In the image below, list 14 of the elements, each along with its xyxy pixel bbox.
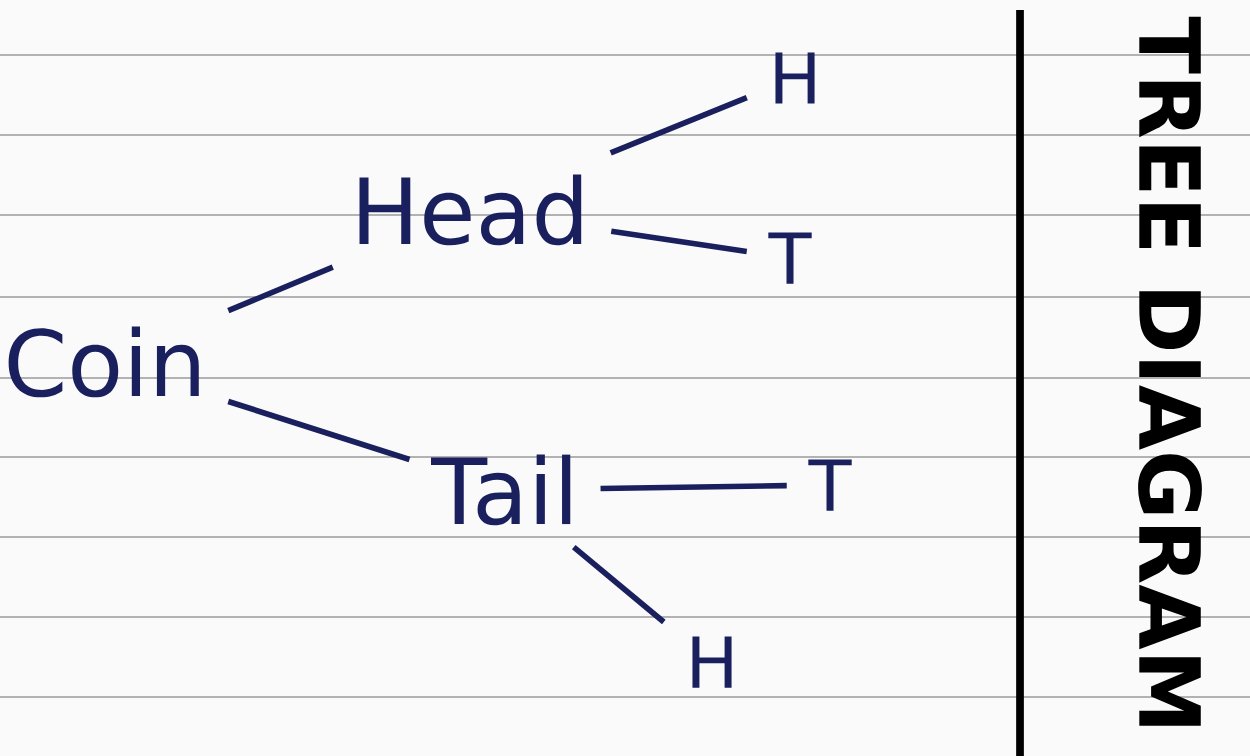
node-label: H xyxy=(775,52,815,104)
branch-line xyxy=(571,545,666,625)
branch-line xyxy=(600,482,787,492)
node-label: T xyxy=(768,232,812,284)
node-label: T xyxy=(808,459,852,511)
branch-line xyxy=(227,264,334,314)
node-label: H xyxy=(692,636,732,688)
node-label: Tail xyxy=(431,454,571,526)
branch-line xyxy=(610,228,748,255)
node-label: Coin xyxy=(8,326,199,398)
branch-line xyxy=(227,398,411,463)
branch-line xyxy=(609,94,748,156)
heading: TREE DIAGRAM xyxy=(1138,16,1202,726)
node-label: Head xyxy=(359,174,582,246)
